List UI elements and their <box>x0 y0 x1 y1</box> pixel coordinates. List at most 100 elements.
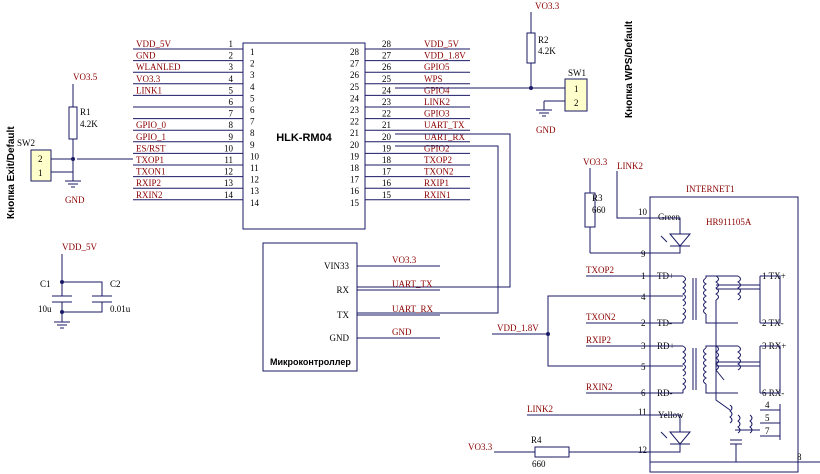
sw2-ref: SW2 <box>17 138 35 148</box>
c1-ref: C1 <box>40 279 51 289</box>
module-left-pin-net: RXIN2 <box>136 190 163 200</box>
module-right-pin-number: 16 <box>382 178 392 188</box>
module-right-pin-net: VDD_5V <box>424 39 459 49</box>
module-right-pin-net: UART_RX <box>424 132 465 142</box>
gnd1-label: GND <box>65 195 85 205</box>
module-name: HLK-RM04 <box>276 132 332 144</box>
net-rxip2: RXIP2 <box>586 335 611 345</box>
c2-ref: C2 <box>110 279 121 289</box>
module-right-pin-number: 25 <box>382 74 392 84</box>
link2-top-label: LINK2 <box>617 161 643 171</box>
module-right-pin-net: WPS <box>424 74 443 84</box>
module-left-pin-number: 3 <box>229 62 234 72</box>
r2-body <box>526 32 536 64</box>
module-left-pin-inner-number: 10 <box>250 151 260 161</box>
module-right-pin-inner-number: 16 <box>350 186 360 196</box>
module-right-pin-net: GPIO2 <box>424 143 450 153</box>
module-left-pin-net: GND <box>136 51 156 61</box>
junction-caps-bottom <box>60 310 64 314</box>
module-right-pin-inner-number: 28 <box>350 47 360 57</box>
transformer-rx-icon <box>650 345 781 394</box>
module-right-pin-number: 21 <box>382 120 391 130</box>
r4-ref: R4 <box>531 435 542 445</box>
module-left-pin-number: 4 <box>229 74 234 84</box>
mcu-pin-label: GND <box>330 333 350 343</box>
module-right-pin-number: 17 <box>382 167 392 177</box>
module-right-pin-inner-number: 25 <box>350 82 360 92</box>
sw2-pin-1: 1 <box>38 168 43 178</box>
magjack-pin-12: 12 <box>638 445 647 455</box>
module-left-pin-net: GPIO_0 <box>136 120 167 130</box>
mcu-pin-net: UART_TX <box>392 279 433 289</box>
magjack-green-label: Green <box>658 212 680 222</box>
magjack-pin-9: 9 <box>641 249 646 259</box>
module-right-pin-net: UART_TX <box>424 120 465 130</box>
module-left-pin-inner-number: 8 <box>250 128 255 138</box>
module-right-pin-number: 20 <box>382 132 392 142</box>
r2-ref: R2 <box>538 35 549 45</box>
module-left-pin-number: 8 <box>229 120 234 130</box>
module-right-pin-number: 22 <box>382 109 391 119</box>
module-right-pin-number: 19 <box>382 143 392 153</box>
sw1-ref: SW1 <box>568 68 586 78</box>
module-left-pin-net: VDD_5V <box>136 39 171 49</box>
r2-supply-label: VO3.3 <box>535 1 560 11</box>
sw2-pin-2: 2 <box>38 154 43 164</box>
module-left-pin-inner-number: 4 <box>250 82 255 92</box>
mcu-pin-label: VIN33 <box>324 261 349 271</box>
module-right-pin-inner-number: 20 <box>350 140 360 150</box>
module-left-pin-inner-number: 13 <box>250 186 260 196</box>
module-left-pin-inner-number: 5 <box>250 93 255 103</box>
mcu-pin-net: VO3.3 <box>392 255 417 265</box>
module-left-pin-inner-number: 7 <box>250 117 255 127</box>
module-right-pin-net: GPIO3 <box>424 109 450 119</box>
net-vdd18: VDD_1.8V <box>497 323 539 333</box>
magjack-pin-7r: 7 <box>765 426 770 436</box>
module-body <box>242 42 366 230</box>
sw1-caption: Кнопка WPS/Default <box>624 20 635 118</box>
module-right-pin-inner-number: 22 <box>350 117 359 127</box>
r1-body <box>68 106 78 140</box>
module-right-pin-number: 26 <box>382 62 392 72</box>
module-right-pin-inner-number: 17 <box>350 175 360 185</box>
net-rxin2: RXIN2 <box>586 382 613 392</box>
module-right-pin-inner-number: 15 <box>350 198 360 208</box>
module-left-pin-net: LINK1 <box>136 85 162 95</box>
wire-vdd18 <box>492 333 650 367</box>
module-left-pin-number: 9 <box>229 132 234 142</box>
mcu-pin-net: UART_RX <box>392 304 433 314</box>
module-left-pin-inner-number: 1 <box>250 47 255 57</box>
module-left-pin-number: 13 <box>224 178 234 188</box>
wire-vdd18-tx <box>547 295 650 334</box>
module-right-pin-inner-number: 19 <box>350 151 360 161</box>
module-right-pin-number: 23 <box>382 97 392 107</box>
magjack-pin-4r: 4 <box>765 400 770 410</box>
mcu-title: Микроконтроллер <box>270 357 351 367</box>
module-right-pin-net: LINK2 <box>424 97 450 107</box>
module-left-pin-inner-number: 12 <box>250 175 259 185</box>
magjack-body <box>649 196 799 473</box>
module-right-pin-net: TXOP2 <box>424 155 452 165</box>
wire-uart-tx <box>357 133 511 288</box>
module-left-pin-inner-number: 14 <box>250 198 260 208</box>
r3-supply-label: VO3.3 <box>583 157 608 167</box>
r3-ref: R3 <box>592 193 603 203</box>
module-right-pin-inner-number: 18 <box>350 163 360 173</box>
module-left-pin-number: 14 <box>224 190 234 200</box>
magjack-title: INTERNET1 <box>686 184 735 194</box>
module-right-pin-net: GPIO5 <box>424 62 450 72</box>
mcu-body <box>262 242 358 372</box>
module-right-pin-number: 28 <box>382 39 392 49</box>
module-left-pin-net: WLANLED <box>136 62 181 72</box>
mcu-pin-net: GND <box>392 327 412 337</box>
junction-vdd18 <box>546 332 550 336</box>
module-left-pin-inner-number: 2 <box>250 59 255 69</box>
module-right-pin-net: VDD_1.8V <box>424 51 466 61</box>
r3-value: 660 <box>592 205 606 215</box>
magjack-pin-11: 11 <box>638 407 647 417</box>
r2-value: 4.2K <box>538 46 556 56</box>
module-left-pin-inner-number: 3 <box>250 70 255 80</box>
module-right-pin-inner-number: 27 <box>350 59 360 69</box>
module-left-pin-net: VO3.3 <box>136 74 161 84</box>
module-left-pin-number: 12 <box>224 167 233 177</box>
